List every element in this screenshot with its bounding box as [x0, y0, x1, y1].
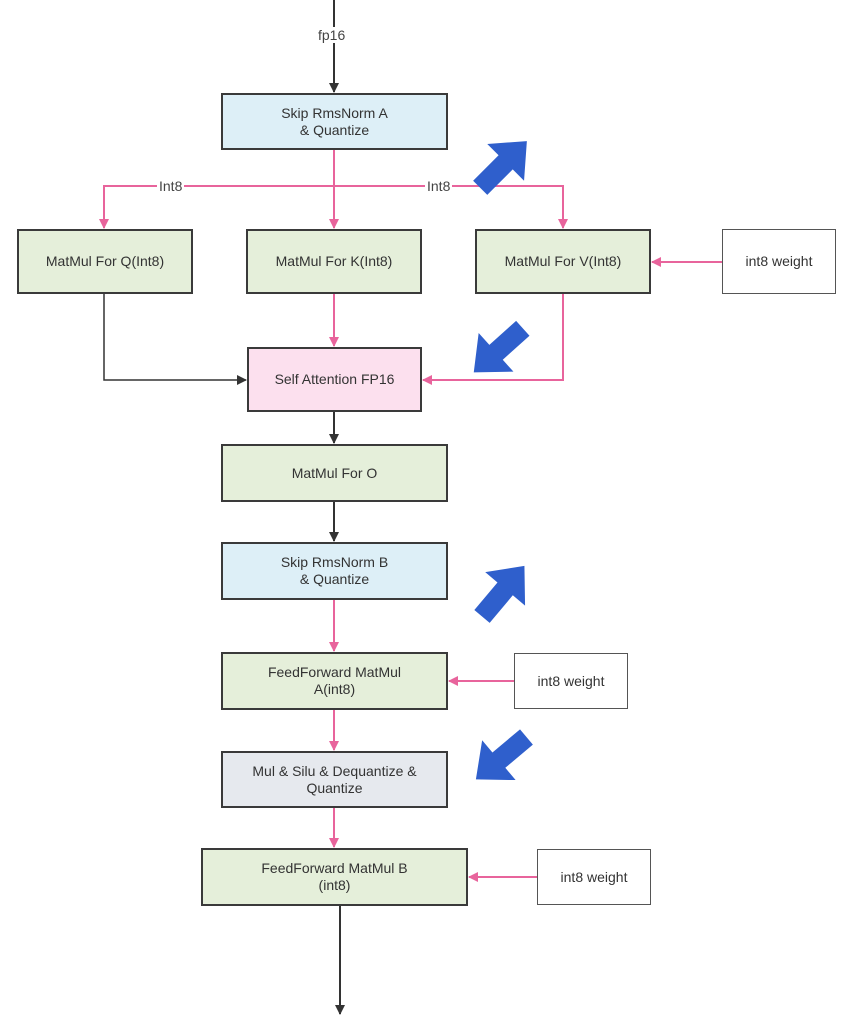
node-matmul-q-label: MatMul For Q(Int8)	[45, 253, 165, 269]
node-self-attention-label: Self Attention FP16	[274, 371, 395, 387]
node-skip-rmsnorm-b-label: Skip RmsNorm B & Quantize	[280, 554, 389, 587]
node-weight-ff-b-label: int8 weight	[560, 868, 628, 885]
node-mul-silu-label: Mul & Silu & Dequantize & Quantize	[252, 762, 417, 796]
node-weight-ff-a-label: int8 weight	[537, 672, 605, 689]
edge-label-int8-right: Int8	[425, 178, 453, 194]
edge-label-fp16: fp16	[316, 27, 348, 43]
node-matmul-v: MatMul For V(Int8)	[475, 229, 651, 294]
annotation-arrow-up-2	[474, 565, 526, 623]
node-self-attention: Self Attention FP16	[247, 347, 422, 412]
edge-label-int8-left: Int8	[157, 178, 185, 194]
edge-norm-a-to-v	[334, 185, 568, 229]
node-skip-rmsnorm-a-label: Skip RmsNorm A & Quantize	[281, 104, 388, 138]
annotation-arrow-down-2	[475, 729, 533, 781]
node-matmul-q: MatMul For Q(Int8)	[17, 229, 193, 294]
node-weight-ff-a: int8 weight	[514, 653, 628, 709]
node-feedforward-a-label: FeedForward MatMul A(int8)	[267, 664, 402, 697]
node-matmul-o-label: MatMul For O	[291, 464, 378, 481]
node-matmul-o: MatMul For O	[221, 444, 448, 502]
node-skip-rmsnorm-a: Skip RmsNorm A & Quantize	[221, 93, 448, 150]
node-weight-v: int8 weight	[722, 229, 836, 294]
node-weight-ff-b: int8 weight	[537, 849, 651, 905]
node-matmul-v-label: MatMul For V(Int8)	[504, 253, 622, 269]
node-skip-rmsnorm-b: Skip RmsNorm B & Quantize	[221, 542, 448, 600]
edge-q-to-attention	[103, 294, 247, 385]
edge-norm-a-to-q	[99, 185, 334, 229]
node-feedforward-a: FeedForward MatMul A(int8)	[221, 652, 448, 710]
node-matmul-k-label: MatMul For K(Int8)	[275, 253, 393, 269]
node-feedforward-b-label: FeedForward MatMul B (int8)	[261, 860, 408, 893]
node-feedforward-b: FeedForward MatMul B (int8)	[201, 848, 468, 906]
node-matmul-k: MatMul For K(Int8)	[246, 229, 422, 294]
edge-v-to-attention	[422, 294, 564, 385]
node-weight-v-label: int8 weight	[745, 253, 813, 269]
node-mul-silu: Mul & Silu & Dequantize & Quantize	[221, 751, 448, 808]
annotation-arrow-up-1	[473, 141, 527, 195]
annotation-arrow-down-1	[473, 320, 530, 373]
